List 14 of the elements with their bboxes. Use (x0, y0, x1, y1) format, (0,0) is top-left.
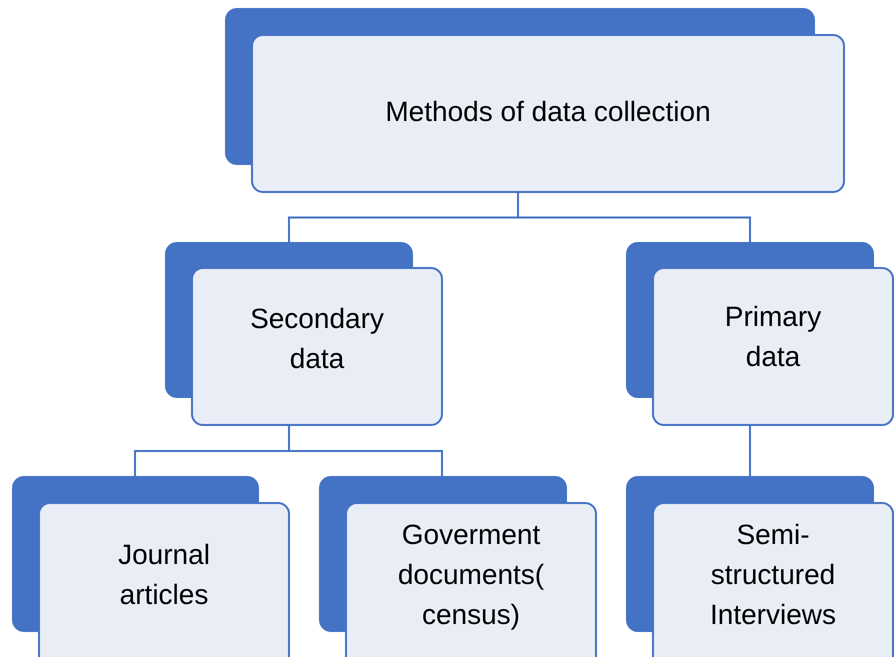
connector-line (749, 426, 751, 476)
connector-line (517, 193, 751, 242)
process-box (626, 476, 894, 657)
node-label: Primary data (724, 300, 822, 374)
process-box (12, 476, 290, 657)
node-label: Secondary data (249, 302, 385, 376)
process-box (319, 476, 597, 657)
process-box (165, 242, 443, 426)
node-label: Journal articles (117, 538, 211, 612)
node-label: Semi-structured Interviews (708, 518, 838, 632)
process-box (225, 8, 845, 193)
process-box (626, 242, 894, 426)
node-label: Goverment documents( census) (396, 518, 546, 632)
node-label: Methods of data collection (385, 94, 711, 128)
